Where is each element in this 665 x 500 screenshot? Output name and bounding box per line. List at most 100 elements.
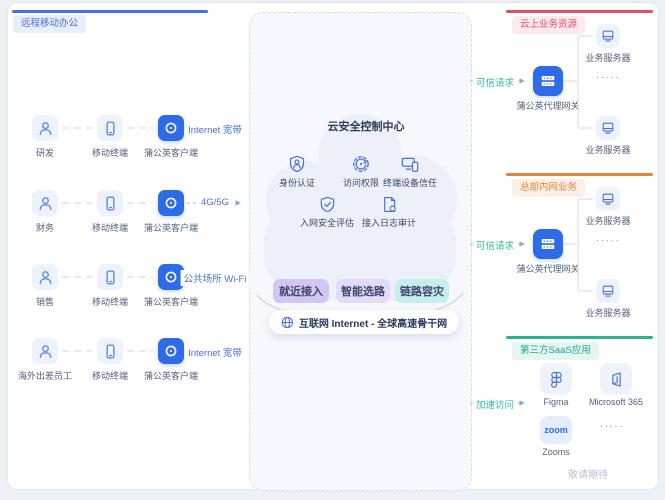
link-type-label: Internet 宽带 — [185, 121, 245, 137]
phone-icon — [105, 120, 115, 136]
feature-device-trust: 终端设备信任 — [383, 155, 437, 189]
gateway-icon — [541, 239, 555, 250]
link-type-label: 4G/5G — [198, 196, 232, 209]
microsoft365-label: Microsoft 365 — [588, 397, 644, 407]
user-icon-box — [32, 264, 58, 290]
shield-check-icon — [320, 196, 334, 213]
client-icon-box — [158, 115, 184, 141]
device-icon-box — [97, 338, 123, 364]
feature-label: 入网安全评估 — [299, 218, 355, 228]
zooms-label: Zooms — [542, 447, 570, 457]
server-icon — [602, 30, 614, 42]
person-icon — [39, 270, 51, 284]
dandelion-client-icon — [165, 197, 177, 209]
server-label: 业务服务器 — [585, 216, 631, 226]
user-icon-box — [32, 115, 58, 141]
microsoft365-icon-box — [600, 363, 632, 395]
accelerated-access-label: 加速访问 — [472, 396, 518, 412]
trusted-request-label: 可信请求 — [472, 237, 518, 253]
client-icon-box — [158, 264, 184, 290]
server-icon-box — [596, 24, 620, 48]
client-label: 蒲公英客户端 — [143, 148, 199, 158]
client-icon-box — [158, 190, 184, 216]
permission-gauge-icon — [353, 156, 369, 172]
device-label: 移动终端 — [91, 297, 129, 307]
internet-backbone-pill: 互联网 Internet - 全球高速骨干网 — [268, 310, 460, 334]
cloud-resources-accent — [506, 10, 653, 13]
feature-label: 接入日志审计 — [361, 218, 417, 228]
server-icon-box — [596, 116, 620, 140]
more-servers-ellipsis: ····· — [595, 72, 621, 83]
left-panel-title: 远程移动办公 — [13, 15, 87, 33]
figma-label: Figma — [543, 397, 569, 407]
audit-log-icon — [383, 197, 396, 212]
server-icon — [602, 193, 614, 205]
device-label: 移动终端 — [91, 371, 129, 381]
link-type-label: Internet 宽带 — [185, 344, 245, 360]
cloud-shape — [264, 114, 457, 301]
zoom-icon: zoom — [540, 416, 572, 444]
server-icon — [602, 285, 614, 297]
client-label: 蒲公英客户端 — [143, 223, 199, 233]
more-servers-ellipsis: ····· — [595, 235, 621, 246]
smart-routing-chip: 智能选路 — [336, 279, 390, 303]
feature-label: 访问权限 — [342, 178, 380, 188]
feature-label: 终端设备信任 — [382, 178, 438, 188]
client-label: 蒲公英客户端 — [143, 297, 199, 307]
server-label: 业务服务器 — [585, 145, 631, 155]
figma-icon-box — [540, 363, 572, 395]
cloud-resources-panel — [506, 10, 653, 168]
client-label: 蒲公英客户端 — [143, 371, 199, 381]
phone-icon — [105, 269, 115, 285]
device-icon-box — [97, 190, 123, 216]
backbone-label: 互联网 Internet - 全球高速骨干网 — [298, 318, 448, 330]
server-label: 业务服务器 — [585, 53, 631, 63]
microsoft365-icon — [611, 371, 621, 387]
feature-identity-auth: 身份认证 — [279, 155, 315, 189]
feature-log-audit: 接入日志审计 — [362, 196, 416, 229]
server-icon-box — [596, 279, 620, 303]
user-label: 海外出差员工 — [17, 371, 73, 381]
gateway-label: 蒲公英代理网关 — [516, 264, 580, 274]
gateway-icon-box — [533, 229, 563, 259]
user-label: 研发 — [35, 148, 55, 158]
device-icon-box — [97, 115, 123, 141]
person-icon — [39, 121, 51, 135]
cloud-title: 云安全控制中心 — [327, 121, 405, 133]
dandelion-client-icon — [165, 271, 177, 283]
shield-person-icon — [289, 155, 305, 173]
phone-icon — [105, 195, 115, 211]
hq-intranet-panel — [506, 173, 653, 331]
device-label: 移动终端 — [91, 223, 129, 233]
gateway-icon-box — [533, 66, 563, 96]
phone-icon — [105, 343, 115, 359]
link-failover-chip: 链路容灾 — [395, 279, 449, 303]
saas-title: 第三方SaaS应用 — [512, 342, 599, 360]
feature-access-rights: 访问权限 — [343, 155, 379, 189]
left-panel-accent — [12, 10, 208, 13]
more-apps-ellipsis: ····· — [599, 421, 625, 432]
saas-panel — [506, 336, 653, 485]
figma-icon — [550, 371, 562, 388]
nearby-access-chip: 就近接入 — [273, 279, 329, 303]
trusted-request-label: 可信请求 — [472, 74, 518, 90]
globe-icon — [281, 316, 293, 328]
feature-label: 身份认证 — [278, 178, 316, 188]
server-icon-box — [596, 187, 620, 211]
feature-network-assessment: 入网安全评估 — [300, 196, 354, 229]
person-icon — [39, 344, 51, 358]
server-label: 业务服务器 — [585, 308, 631, 318]
gateway-label: 蒲公英代理网关 — [516, 101, 580, 111]
cloud-resources-title: 云上业务资源 — [512, 16, 586, 34]
saas-accent — [506, 336, 653, 339]
devices-icon — [401, 157, 419, 172]
device-icon-box — [97, 264, 123, 290]
user-icon-box — [32, 190, 58, 216]
client-icon-box — [158, 338, 184, 364]
device-label: 移动终端 — [91, 148, 129, 158]
dandelion-client-icon — [165, 122, 177, 134]
gateway-icon — [541, 76, 555, 87]
link-type-label: 公共场所 Wi-Fi — [180, 270, 250, 286]
coming-soon-label: 敬请期待 — [568, 470, 608, 481]
